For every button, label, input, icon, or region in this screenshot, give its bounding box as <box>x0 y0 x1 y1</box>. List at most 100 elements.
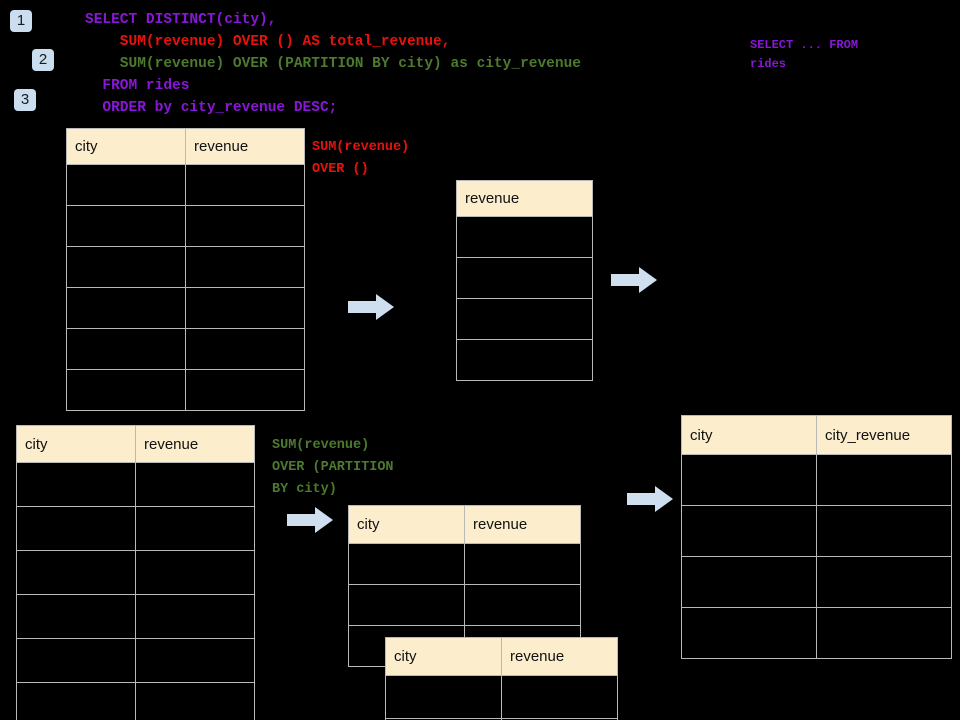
sql-line-sum-over-partition: SUM(revenue) OVER (PARTITION BY city) as… <box>85 56 581 72</box>
table-cell <box>456 216 593 258</box>
table-cell <box>16 462 136 507</box>
table-header-row: revenue <box>456 180 593 217</box>
arrow-total-to-result <box>611 265 657 300</box>
table-cell <box>348 584 465 626</box>
table-row <box>16 682 255 720</box>
table-cell <box>135 506 255 551</box>
sql-line-from-rides: FROM rides <box>85 78 190 94</box>
table-cell <box>135 550 255 595</box>
table-row <box>681 607 952 659</box>
table-cell <box>501 718 618 720</box>
table-row <box>66 369 305 411</box>
table-body <box>66 164 305 411</box>
column-header-revenue: revenue <box>464 505 581 544</box>
table-row <box>385 675 618 719</box>
column-header-city: city <box>348 505 465 544</box>
arrow-partition-to-result <box>627 484 673 519</box>
annotation-sum-over-partition-line2: OVER (PARTITION <box>272 460 394 475</box>
table-row <box>16 638 255 683</box>
table-cell <box>66 205 186 247</box>
total-revenue-table: revenue <box>456 180 593 381</box>
table-cell <box>135 682 255 720</box>
partition-group-table-front: city revenue <box>385 637 618 720</box>
table-cell <box>456 339 593 381</box>
column-header-city: city <box>385 637 502 676</box>
table-row <box>681 505 952 557</box>
column-header-city: city <box>681 415 817 455</box>
table-cell <box>501 675 618 719</box>
annotation-select-from-rides-line2: rides <box>750 57 787 71</box>
table-row <box>16 550 255 595</box>
table-cell <box>816 556 952 608</box>
table-row <box>385 718 618 720</box>
table-cell <box>456 298 593 340</box>
arrow-source-to-partition <box>287 505 333 540</box>
column-header-revenue: revenue <box>456 180 593 217</box>
column-header-revenue: revenue <box>185 128 305 165</box>
table-body <box>385 675 618 720</box>
step-badge-1: 1 <box>10 10 32 32</box>
table-cell <box>16 594 136 639</box>
table-cell <box>185 369 305 411</box>
table-body <box>16 462 255 720</box>
table-cell <box>16 506 136 551</box>
arrow-source-to-total <box>348 292 394 327</box>
annotation-sum-over-empty-line2: OVER () <box>312 162 369 177</box>
table-cell <box>464 584 581 626</box>
table-cell <box>66 328 186 370</box>
table-cell <box>185 164 305 206</box>
column-header-revenue: revenue <box>501 637 618 676</box>
table-header-row: city revenue <box>16 425 255 463</box>
table-cell <box>681 505 817 557</box>
table-row <box>16 506 255 551</box>
table-cell <box>464 543 581 585</box>
table-header-row: city city_revenue <box>681 415 952 455</box>
table-cell <box>681 556 817 608</box>
table-cell <box>348 543 465 585</box>
column-header-city-revenue: city_revenue <box>816 415 952 455</box>
table-cell <box>135 594 255 639</box>
table-row <box>16 594 255 639</box>
table-row <box>66 328 305 370</box>
rides-source-table-partition: city revenue <box>16 425 255 720</box>
table-row <box>681 454 952 506</box>
table-row <box>681 556 952 608</box>
annotation-sum-over-partition-line1: SUM(revenue) <box>272 438 370 453</box>
table-row <box>16 462 255 507</box>
step-badge-3: 3 <box>14 89 36 111</box>
table-cell <box>816 607 952 659</box>
table-row <box>66 205 305 247</box>
sql-line-select-distinct: SELECT DISTINCT(city), <box>85 12 277 28</box>
table-cell <box>66 246 186 288</box>
rides-source-table: city revenue <box>66 128 305 411</box>
table-row <box>66 246 305 288</box>
column-header-city: city <box>66 128 186 165</box>
table-cell <box>16 682 136 720</box>
table-cell <box>16 550 136 595</box>
annotation-sum-over-empty-line1: SUM(revenue) <box>312 140 410 155</box>
annotation-sum-over-partition-line3: BY city) <box>272 482 337 497</box>
table-row <box>348 584 581 626</box>
sql-line-order-by: ORDER by city_revenue DESC; <box>85 100 338 116</box>
table-row <box>456 216 593 258</box>
table-row <box>348 543 581 585</box>
table-cell <box>681 607 817 659</box>
table-body <box>681 454 952 659</box>
table-cell <box>681 454 817 506</box>
table-cell <box>185 246 305 288</box>
table-cell <box>456 257 593 299</box>
table-cell <box>816 505 952 557</box>
table-body <box>456 216 593 381</box>
table-cell <box>185 328 305 370</box>
table-cell <box>185 287 305 329</box>
table-cell <box>185 205 305 247</box>
table-cell <box>66 369 186 411</box>
table-header-row: city revenue <box>66 128 305 165</box>
table-row <box>456 339 593 381</box>
table-cell <box>66 287 186 329</box>
table-cell <box>135 638 255 683</box>
table-row <box>456 257 593 299</box>
annotation-select-from-rides-line1: SELECT ... FROM <box>750 38 859 52</box>
column-header-city: city <box>16 425 136 463</box>
